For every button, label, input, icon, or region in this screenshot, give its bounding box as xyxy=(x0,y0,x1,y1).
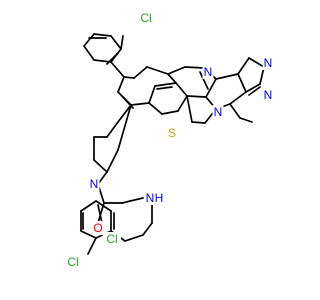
nitrogen-atom-diazepine: N xyxy=(204,65,213,79)
bond-line xyxy=(93,159,108,173)
bond-line xyxy=(124,234,144,242)
bond-line xyxy=(83,45,95,61)
label-background xyxy=(64,255,82,269)
bond-line xyxy=(80,200,97,212)
bond-line xyxy=(237,57,250,75)
double-bond-line xyxy=(106,52,119,65)
bond-line xyxy=(106,121,119,138)
bond-line xyxy=(148,102,163,115)
nitrogen-atom-piperidine: N xyxy=(90,177,99,191)
bond-line xyxy=(239,117,253,123)
bond-line xyxy=(95,200,112,212)
label-background xyxy=(262,56,274,70)
bond-line xyxy=(130,102,150,106)
bond-line xyxy=(142,222,153,236)
label-background xyxy=(103,232,121,246)
label-background xyxy=(212,105,224,119)
bond-line xyxy=(237,73,247,93)
bond-line xyxy=(167,73,177,84)
hydrogen-atom-amide: H xyxy=(155,191,164,205)
double-bond-line xyxy=(248,86,261,96)
bond-line xyxy=(83,33,95,47)
bond-line xyxy=(186,95,193,123)
bond-line xyxy=(205,78,217,98)
bond-line xyxy=(93,33,112,37)
bond-line xyxy=(121,197,144,204)
bonds xyxy=(80,33,265,255)
chlorine-atom-lower-2: Cl xyxy=(67,255,78,269)
bond-line xyxy=(248,57,265,68)
double-bond-line xyxy=(199,71,209,90)
atom-labels: Cl N N N N S N O N H Cl Cl xyxy=(67,11,272,269)
label-background xyxy=(137,11,155,25)
bond-line xyxy=(186,95,207,98)
bond-line xyxy=(191,121,206,124)
label-background xyxy=(153,191,165,205)
nitrogen-atom-triazole-right: N xyxy=(264,88,273,102)
bond-line xyxy=(133,66,148,79)
bond-line xyxy=(175,82,188,97)
label-background xyxy=(202,65,214,79)
bond-line xyxy=(117,104,132,151)
label-backgrounds xyxy=(64,11,274,269)
bond-line xyxy=(87,237,97,255)
bond-line xyxy=(120,35,124,50)
double-bond-line xyxy=(97,204,103,224)
double-bond-line xyxy=(156,86,173,90)
bond-line xyxy=(80,230,97,239)
nitrogen-atom-amide: N xyxy=(146,191,155,205)
chlorine-atom-lower-1: Cl xyxy=(106,232,117,246)
molecule-diagram: Cl N N N N S N O N H Cl Cl xyxy=(64,11,274,269)
nitrogen-atom-ring-fusion: N xyxy=(214,105,223,119)
sulfur-atom: S xyxy=(168,126,176,140)
bond-line xyxy=(229,91,247,105)
chlorine-atom-top: Cl xyxy=(140,11,151,25)
label-background xyxy=(88,177,100,191)
bond-line xyxy=(167,66,186,75)
bond-line xyxy=(177,95,188,112)
label-background xyxy=(92,221,104,235)
bond-line xyxy=(184,66,206,69)
label-background xyxy=(144,191,156,205)
bond-line xyxy=(245,83,261,93)
oxygen-atom-carbonyl: O xyxy=(93,221,102,235)
bond-line xyxy=(215,73,239,80)
bond-line xyxy=(229,103,241,119)
bond-line xyxy=(154,82,177,87)
bond-line xyxy=(117,76,125,93)
bond-line xyxy=(117,104,132,123)
label-background xyxy=(262,88,274,102)
bond-line xyxy=(148,85,156,104)
bond-line xyxy=(146,66,169,75)
label-background xyxy=(166,126,178,140)
bond-line xyxy=(161,110,179,115)
bond-line xyxy=(123,76,135,79)
bond-line xyxy=(106,149,119,173)
nitrogen-atom-triazole-top: N xyxy=(264,56,273,70)
bond-line xyxy=(110,35,122,50)
double-bond-line xyxy=(120,94,134,109)
bond-line xyxy=(110,61,125,78)
